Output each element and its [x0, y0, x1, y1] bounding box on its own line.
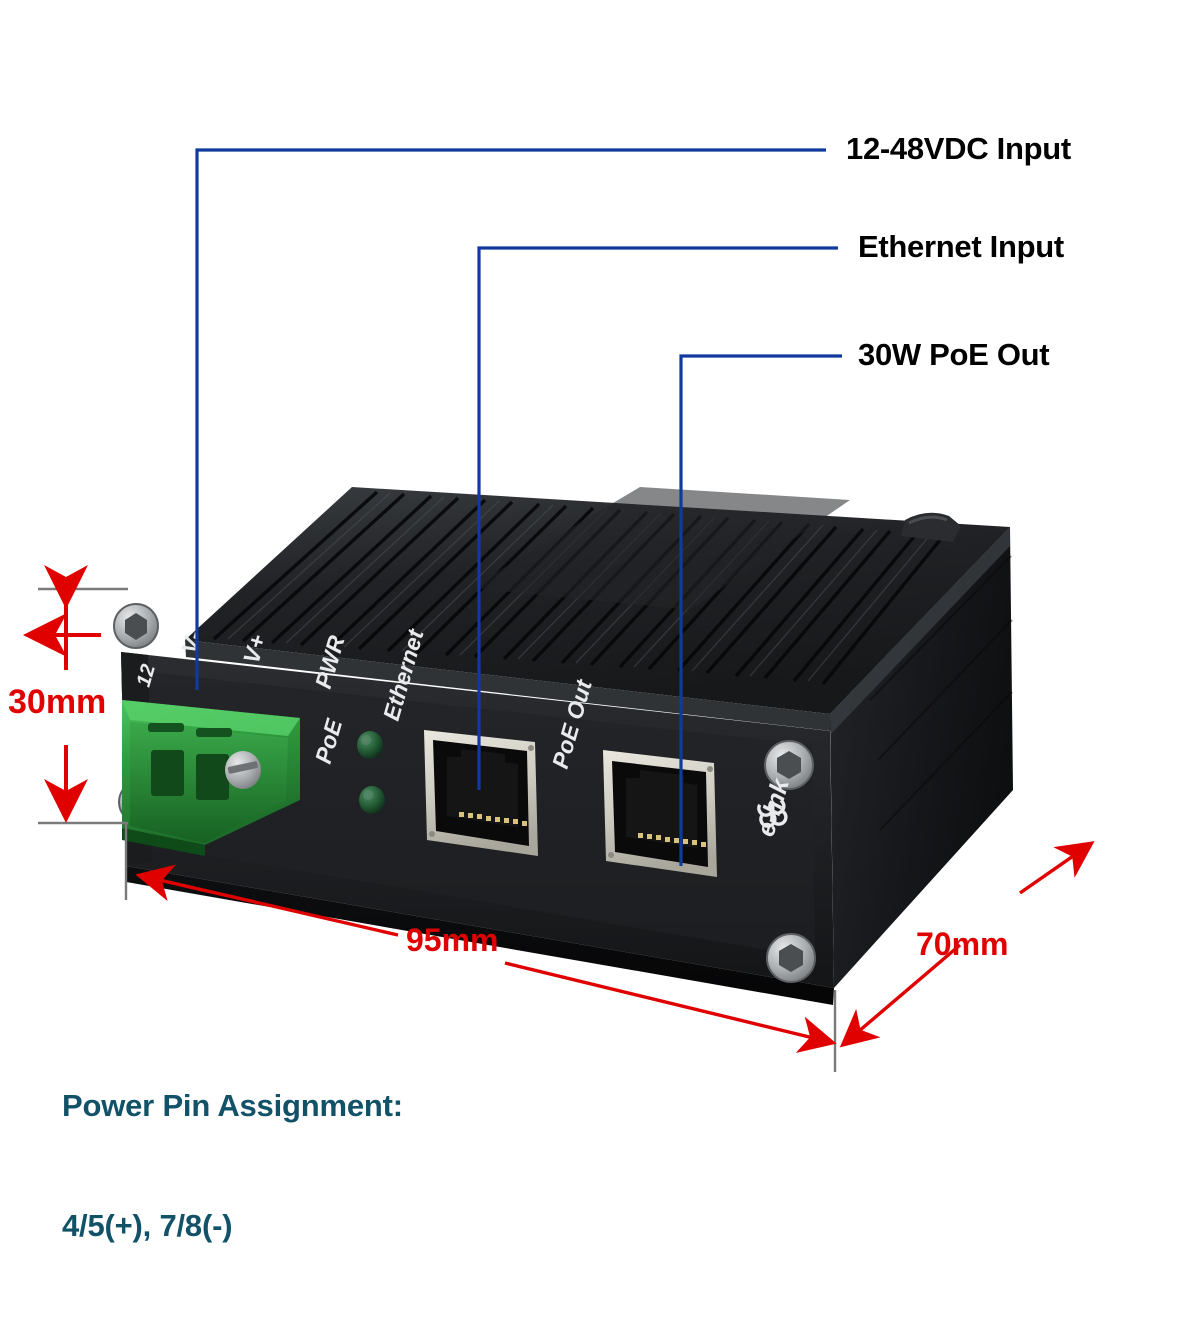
dimension-lines [23, 565, 1095, 1072]
leader-ethernet-input [477, 246, 838, 790]
callout-leader-lines [195, 148, 842, 866]
rj45-ethernet-input [424, 730, 538, 856]
chassis-top [185, 487, 1010, 731]
power-pin-assignment-note: Power Pin Assignment: 4/5(+), 7/8(-) [62, 1005, 403, 1327]
callout-label-ethernet-input: Ethernet Input [858, 229, 1064, 264]
product-diagram: 12 V- V+ PWR PoE Ethernet PoE Out e-lnk [8, 131, 1095, 1244]
dim-width-right [504, 961, 837, 1053]
chassis-right-side [830, 527, 1013, 988]
screw-top-left [113, 603, 159, 649]
rj45-poe-out [603, 750, 717, 877]
pin-note-line-1: Power Pin Assignment: [62, 1087, 403, 1123]
screw-bottom-right [766, 933, 816, 983]
callout-label-power-input: 12-48VDC Input [846, 131, 1071, 166]
dim-depth-upper [1019, 841, 1095, 895]
dimension-label-depth: 70mm [916, 926, 1009, 962]
callout-label-poe-output: 30W PoE Out [858, 337, 1050, 372]
leader-power-input [195, 148, 826, 690]
brand-swirl-icon [757, 798, 788, 828]
status-leds [357, 731, 385, 814]
panel-screws [113, 603, 816, 983]
pin-note-line-2: 4/5(+), 7/8(-) [62, 1208, 233, 1244]
mounting-tab [901, 512, 961, 542]
screw-top-right [764, 740, 814, 790]
power-terminal-block [122, 700, 300, 856]
dim-depth-lower [839, 943, 962, 1048]
device-illustration: 12 V- V+ PWR PoE Ethernet PoE Out e-lnk [113, 487, 1013, 1005]
dim-width-left [135, 864, 399, 937]
dimension-label-height: 30mm [8, 683, 107, 721]
dimension-label-width: 95mm [406, 922, 499, 958]
leader-poe-output [679, 354, 842, 866]
